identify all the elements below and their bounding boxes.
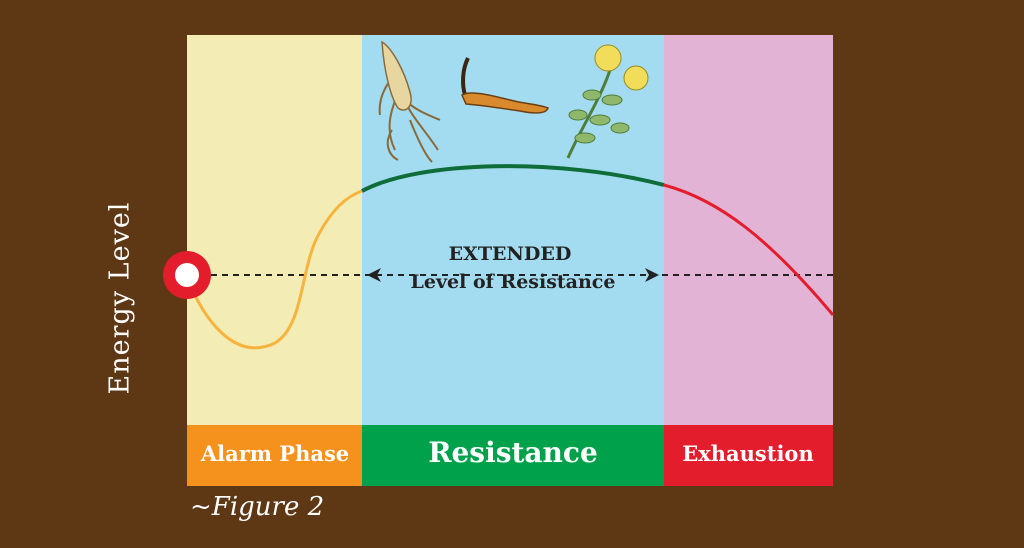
exhaustion-phase-bar	[664, 425, 833, 486]
ginseng-root-icon	[378, 40, 441, 163]
alarm-curve	[188, 189, 363, 350]
resistance-phase-label: Resistance	[428, 436, 598, 469]
y-axis-label-wrapper: Energy Level	[105, 202, 136, 395]
exhaustion-curve	[663, 183, 835, 316]
start-marker-center	[175, 263, 199, 287]
alarm-phase-bar	[187, 425, 362, 486]
cordyceps-icon	[461, 57, 549, 114]
annotation-line1: EXTENDED	[449, 243, 572, 265]
alarm-phase-background	[187, 35, 362, 425]
figure-caption: ~Figure 2	[190, 492, 325, 522]
rhodiola-plant-icon	[566, 44, 649, 159]
left-arrow-icon	[367, 268, 381, 282]
right-arrow-icon	[645, 268, 659, 282]
alarm-phase-label: Alarm Phase	[200, 441, 349, 466]
y-axis-label: Energy Level	[104, 201, 136, 395]
resistance-phase-bar	[362, 425, 664, 486]
resistance-curve	[361, 164, 665, 193]
annotation-line2: Level of Resistance	[411, 271, 616, 293]
exhaustion-phase-label: Exhaustion	[682, 441, 813, 466]
